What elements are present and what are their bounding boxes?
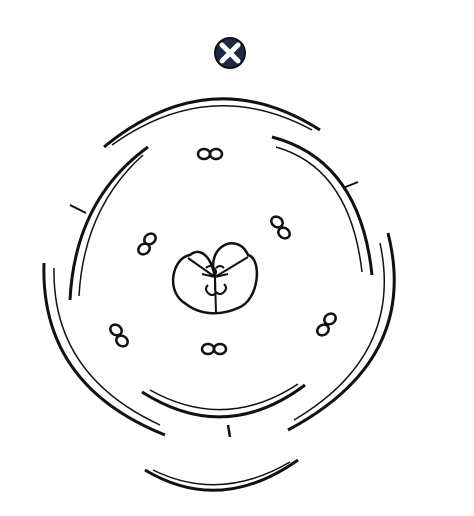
sepal-lower-left: [44, 263, 165, 435]
stamen-upper-left: [136, 231, 158, 256]
sepal-upper-right: [272, 137, 372, 275]
petal-lower-inner: [142, 384, 305, 437]
cross-in-circle-icon: [215, 38, 245, 68]
stamen-bottom: [202, 344, 226, 354]
sepal-lower-right: [288, 233, 394, 430]
stamen-top: [198, 149, 222, 159]
stamen-lower-right: [315, 311, 338, 337]
pistil-ovary: [173, 243, 257, 314]
stamen-lower-left: [108, 322, 130, 348]
sepal-upper-left: [70, 147, 148, 300]
bract-bottom: [145, 460, 298, 490]
sepal-top: [104, 99, 320, 147]
stamen-upper-right: [269, 214, 292, 240]
